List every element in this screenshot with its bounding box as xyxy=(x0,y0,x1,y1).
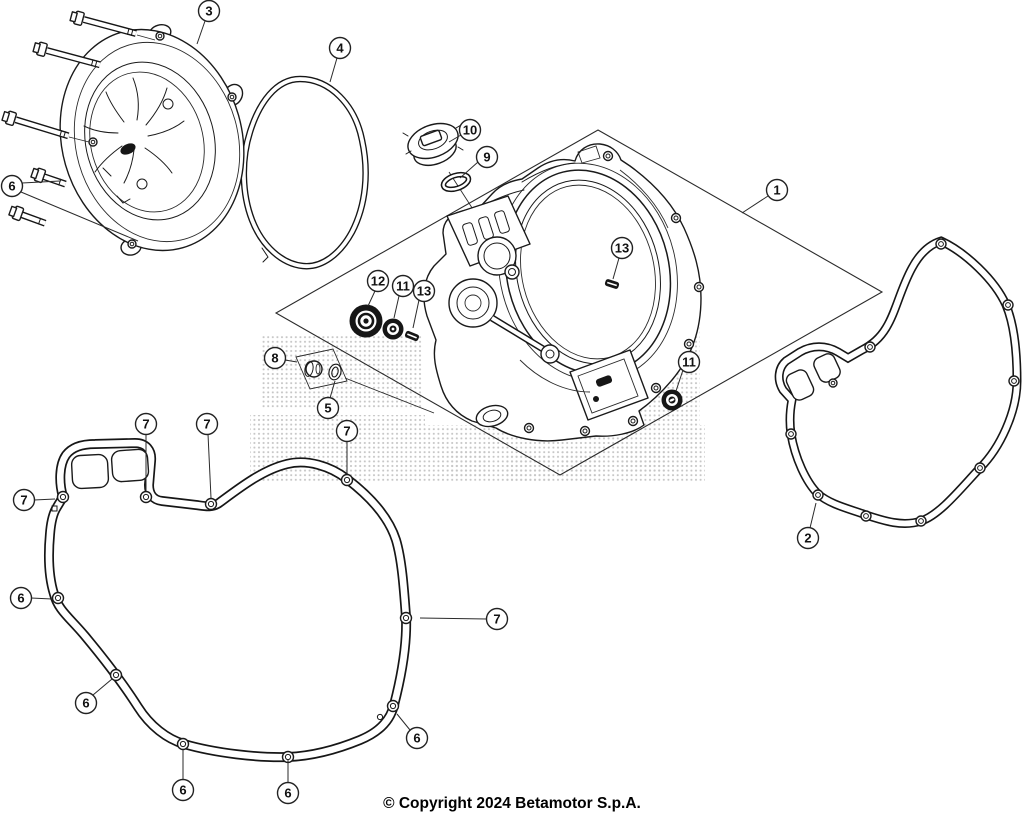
callout-number: 6 xyxy=(8,179,15,194)
callout-leader xyxy=(196,20,206,45)
callout-number: 12 xyxy=(371,274,385,289)
callout-number: 5 xyxy=(324,401,331,416)
outer-cover-gasket xyxy=(244,79,366,266)
screw xyxy=(30,167,67,188)
callout-bubble-6 xyxy=(405,726,429,750)
callout-leader xyxy=(284,359,298,363)
callout-bubble-4 xyxy=(328,36,352,60)
callout-leader xyxy=(741,195,769,214)
clutch-cover-gasket xyxy=(49,443,413,764)
callout-number: 13 xyxy=(615,241,629,256)
callout-number: 1 xyxy=(773,183,780,198)
callout-bubble-6 xyxy=(276,781,300,805)
gasket-bolt-holes xyxy=(51,473,413,764)
callout-leader xyxy=(459,161,479,179)
callout-bubble-5 xyxy=(316,396,340,420)
callout-layer: 3 4 6 10 9 1 13 12 11 13 8 5 11 2 7 7 7 7 7 6 6 6 6 6 xyxy=(0,0,820,805)
callout-number: 13 xyxy=(417,284,431,299)
oil-seal-small xyxy=(382,318,404,340)
callout-bubble-9 xyxy=(475,145,499,169)
callout-number: 6 xyxy=(17,591,24,606)
callout-bubble-7 xyxy=(12,488,36,512)
callout-number: 11 xyxy=(682,355,696,370)
cover-bolt-holes xyxy=(88,31,237,249)
callout-number: 2 xyxy=(804,531,811,546)
callout-number: 6 xyxy=(413,731,420,746)
callout-bubble-7 xyxy=(335,419,359,443)
oil-seal-right xyxy=(661,389,683,411)
callout-bubble-6 xyxy=(9,586,33,610)
gasket-bolt-holes xyxy=(785,238,1020,527)
callout-leader xyxy=(612,257,620,280)
callout-leader xyxy=(412,299,420,329)
callout-bubble-2 xyxy=(796,526,820,550)
callout-leader xyxy=(33,498,56,501)
callout-bubble-7 xyxy=(134,412,158,436)
crankcase-half xyxy=(423,143,705,442)
screw xyxy=(1,110,70,140)
callout-bubble-11 xyxy=(677,350,701,374)
cover-ribs xyxy=(83,77,185,184)
callout-bubble-7 xyxy=(195,412,219,436)
callout-leader xyxy=(396,713,411,731)
inner-cover-gasket xyxy=(779,239,1019,526)
clutch-cover xyxy=(59,24,245,256)
callout-bubble-1 xyxy=(765,178,789,202)
callout-leader xyxy=(92,678,113,696)
callout-leader xyxy=(21,180,61,184)
callout-bubble-12 xyxy=(366,269,390,293)
case-bolt-bosses xyxy=(523,150,705,437)
callout-number: 10 xyxy=(463,123,477,138)
callout-leader xyxy=(675,369,684,392)
callout-bubble-6 xyxy=(171,778,195,802)
callout-leader xyxy=(329,380,336,399)
callout-number: 7 xyxy=(20,493,27,508)
callout-leader xyxy=(419,617,488,620)
callout-number: 7 xyxy=(203,417,210,432)
screw xyxy=(69,10,137,37)
callout-number: 6 xyxy=(284,786,291,801)
callout-bubble-13 xyxy=(412,279,436,303)
callout-bubble-8 xyxy=(263,346,287,370)
callout-number: 7 xyxy=(343,424,350,439)
callout-number: 6 xyxy=(82,696,89,711)
callout-bubble-7 xyxy=(485,607,509,631)
callout-number: 7 xyxy=(493,612,500,627)
callout-leader xyxy=(809,502,817,529)
screw xyxy=(32,41,101,69)
oil-seal-large xyxy=(349,304,383,338)
oil-filler-cap xyxy=(402,122,513,271)
callout-bubble-10 xyxy=(458,118,482,142)
callout-number: 8 xyxy=(271,351,278,366)
screw xyxy=(8,205,47,227)
callout-number: 6 xyxy=(179,783,186,798)
callout-leader xyxy=(30,597,53,600)
callout-leader xyxy=(20,191,139,242)
callout-bubble-6 xyxy=(74,691,98,715)
callout-leader xyxy=(367,290,376,307)
callout-number: 3 xyxy=(205,4,212,19)
callout-leader xyxy=(207,433,212,499)
copyright-notice: © Copyright 2024 Betamotor S.p.A. xyxy=(383,795,641,812)
dowel-pin xyxy=(404,330,420,342)
callout-number: 9 xyxy=(483,150,490,165)
callout-bubble-3 xyxy=(197,0,221,23)
callout-number: 4 xyxy=(336,41,344,56)
callout-bubble-6 xyxy=(0,174,24,198)
cap-o-ring xyxy=(440,171,472,193)
cover-screws xyxy=(1,10,137,227)
callout-leader xyxy=(393,295,400,319)
plug-kit xyxy=(295,348,435,414)
callout-number: 7 xyxy=(142,417,149,432)
dowel-pin xyxy=(604,279,620,289)
assembly-boundary-outline xyxy=(274,129,884,476)
callout-leader xyxy=(448,134,462,143)
callout-bubble-11 xyxy=(391,274,415,298)
callout-leader xyxy=(329,57,338,83)
callout-number: 11 xyxy=(396,279,410,294)
callout-bubble-13 xyxy=(610,236,634,260)
